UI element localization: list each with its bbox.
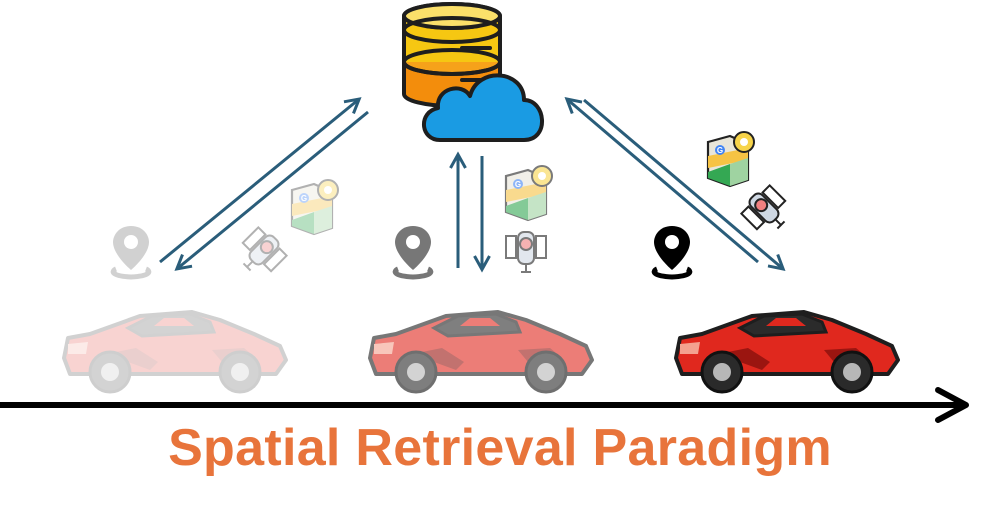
satellite-icon <box>737 181 797 241</box>
map-icon <box>504 164 554 222</box>
sports-car-icon <box>674 310 900 394</box>
stage-past-sensors <box>231 178 340 283</box>
arrow-past-retrieve <box>178 110 369 268</box>
satellite-icon <box>505 231 547 273</box>
map-icon <box>290 178 340 236</box>
map-icon <box>706 130 756 188</box>
database-icon <box>402 2 502 108</box>
cloud-icon <box>422 73 544 142</box>
arrow-past-upload <box>159 100 358 264</box>
figure-caption: Spatial Retrieval Paradigm <box>168 419 832 477</box>
timeline-arrowhead <box>935 387 969 423</box>
sports-car-icon <box>368 310 594 394</box>
sports-car-icon <box>62 310 288 394</box>
location-pin-icon <box>395 226 431 277</box>
arrow-current-upload <box>568 100 759 264</box>
arrow-current-retrieve <box>583 98 782 268</box>
satellite-icon <box>231 223 291 283</box>
location-pin-icon <box>113 226 149 277</box>
location-pin-icon <box>654 226 690 277</box>
